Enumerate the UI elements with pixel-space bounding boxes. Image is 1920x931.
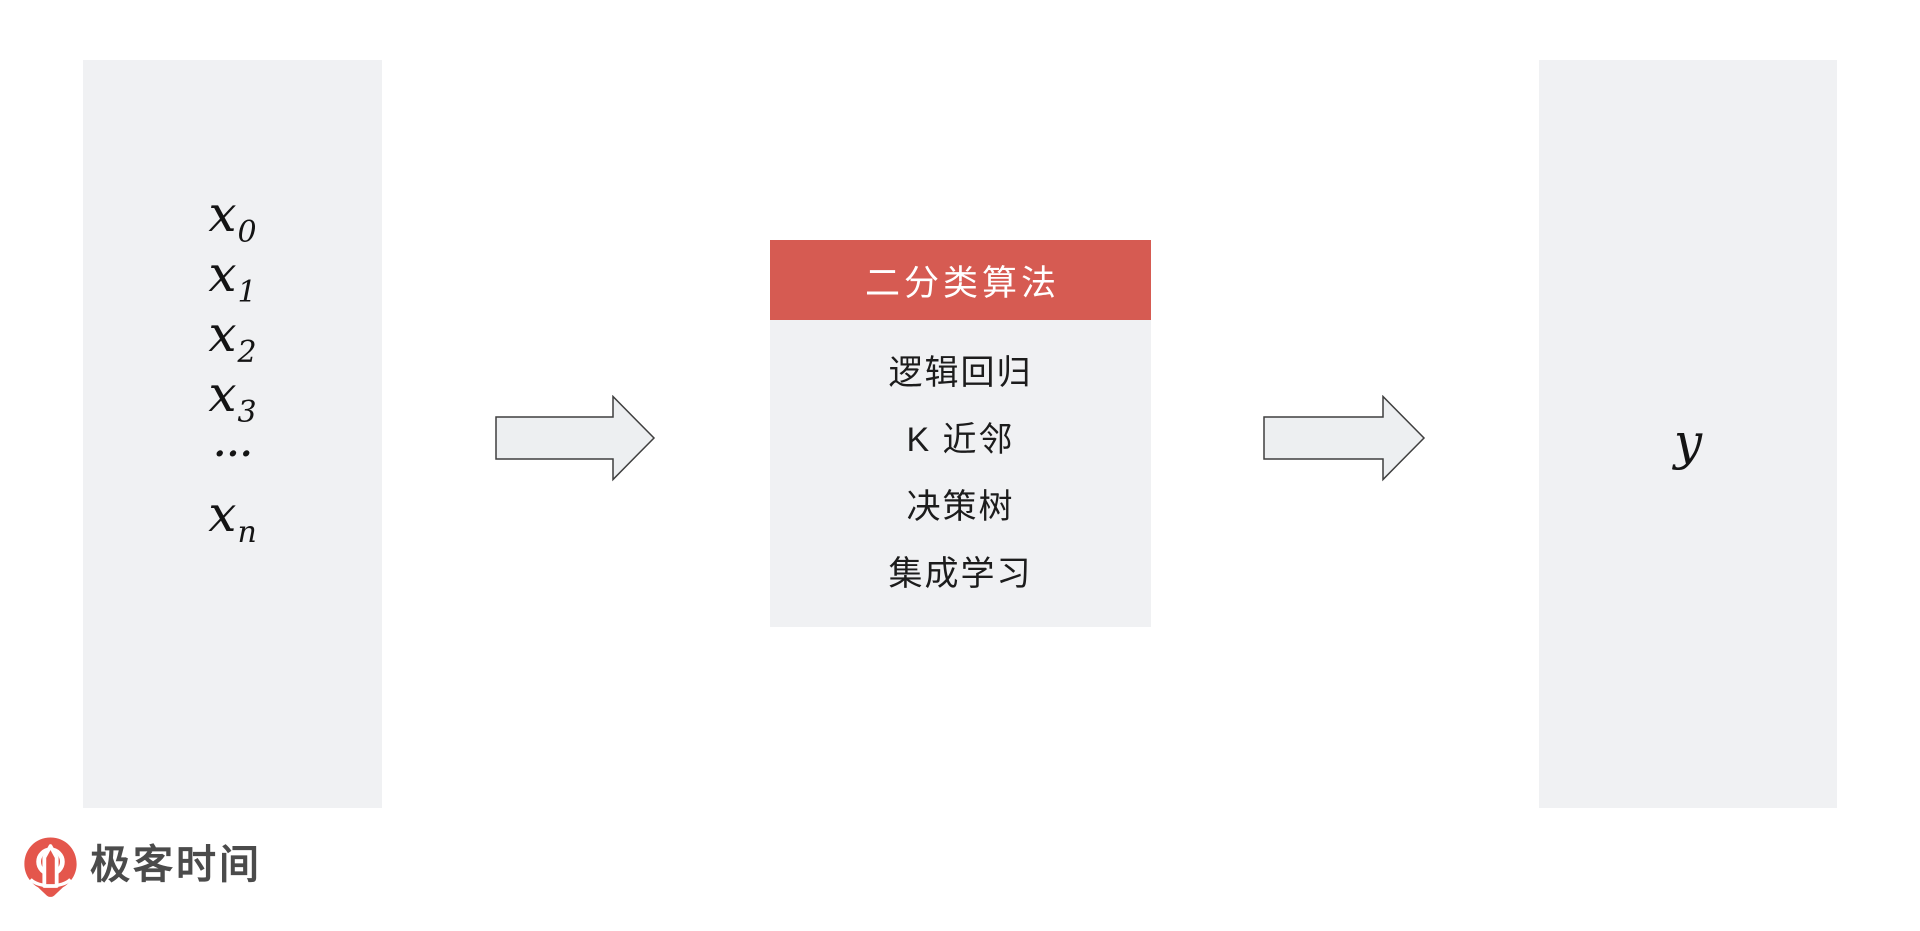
output-label-y: y xyxy=(1673,413,1703,471)
geektime-logo-icon xyxy=(24,837,77,897)
var-base: x xyxy=(208,485,237,543)
input-variable-list: x0 x1 x2 x3 ··· xn xyxy=(83,184,382,548)
input-var-x2: x2 xyxy=(208,304,256,368)
input-var-x3: x3 xyxy=(208,364,256,428)
var-base: x xyxy=(208,365,237,423)
output-label-wrap: y xyxy=(1539,60,1837,808)
algorithm-item-ensemble-learning: 集成学习 xyxy=(888,554,1033,593)
algorithm-item-decision-tree: 决策树 xyxy=(906,487,1015,526)
algorithm-item-knn: K 近邻 xyxy=(906,420,1015,459)
var-subscript: 3 xyxy=(237,395,257,430)
algorithm-box-header: 二分类算法 xyxy=(770,240,1151,320)
var-subscript: 1 xyxy=(237,275,257,310)
flow-arrow-left-icon xyxy=(495,395,656,482)
var-subscript: n xyxy=(237,515,257,550)
input-panel: x0 x1 x2 x3 ··· xn xyxy=(83,60,382,808)
input-var-x1: x1 xyxy=(208,244,256,308)
algorithm-box-title: 二分类算法 xyxy=(864,263,1060,303)
var-base: x xyxy=(208,245,237,303)
flow-arrow-right-icon xyxy=(1263,395,1426,482)
algorithm-box: 二分类算法 逻辑回归 K 近邻 决策树 集成学习 xyxy=(770,240,1151,627)
output-panel: y xyxy=(1539,60,1837,808)
var-base: x xyxy=(208,185,237,243)
input-var-x0: x0 xyxy=(208,184,256,248)
var-base: ··· xyxy=(212,426,254,482)
geektime-logo-text: 极客时间 xyxy=(90,843,262,887)
input-var-ellipsis: ··· xyxy=(212,424,254,484)
algorithm-item-logistic-regression: 逻辑回归 xyxy=(888,353,1033,392)
var-subscript: 2 xyxy=(237,335,257,370)
var-base: x xyxy=(208,305,237,363)
var-subscript: 0 xyxy=(237,215,257,250)
geektime-logo: 极客时间 xyxy=(22,836,262,898)
algorithm-box-body: 逻辑回归 K 近邻 决策树 集成学习 xyxy=(770,320,1151,627)
input-var-xn: xn xyxy=(208,484,257,548)
